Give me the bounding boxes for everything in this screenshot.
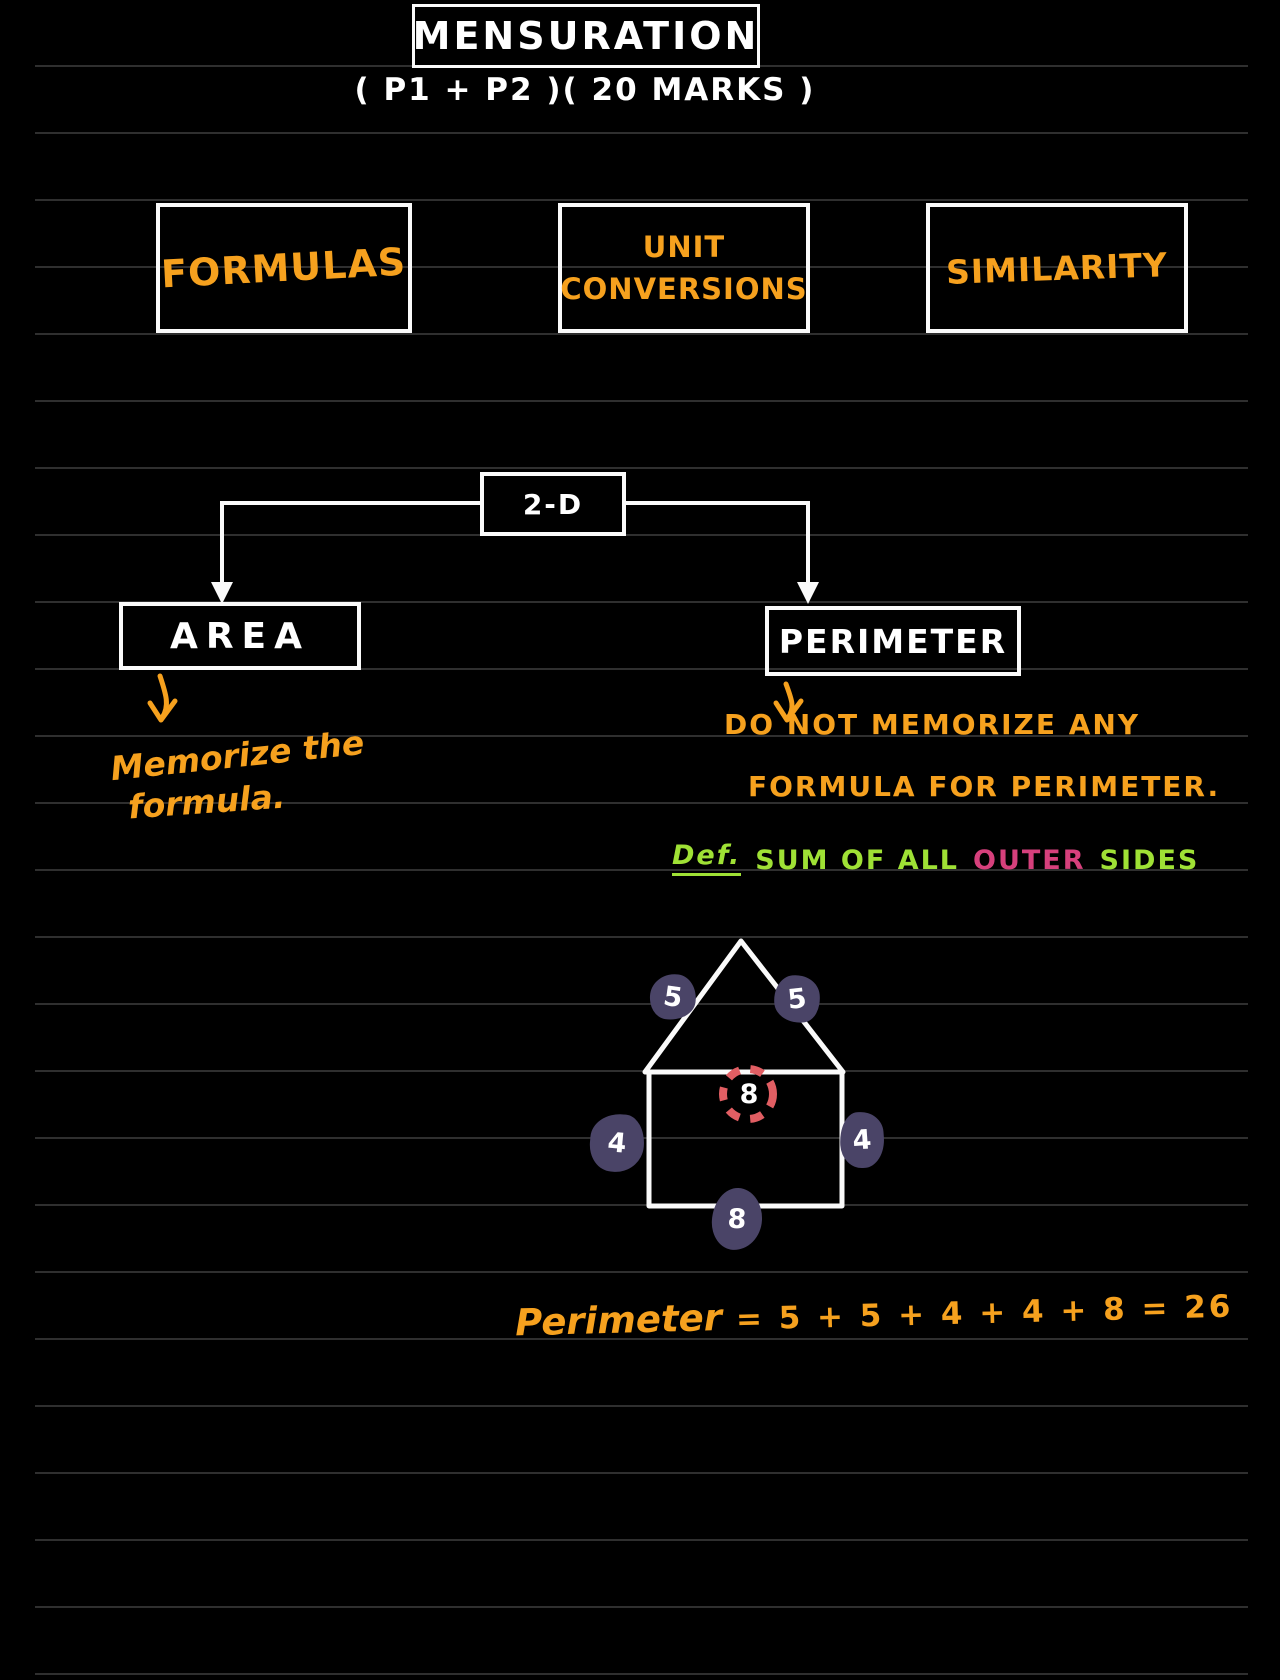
right-side-length: 4	[851, 1123, 873, 1157]
area-label: AREA	[169, 615, 311, 657]
unit-label-line2: CONVERSIONS	[560, 272, 808, 306]
perimeter-label: PERIMETER	[778, 621, 1008, 661]
left-side-length: 4	[606, 1126, 628, 1160]
definition-tail: SIDES	[1099, 845, 1200, 876]
2d-label: 2-D	[522, 487, 584, 521]
definition-text: SUM OF ALL	[755, 845, 960, 876]
unit-conversions-box: UNIT CONVERSIONS	[558, 203, 810, 333]
inner-side-length: 8	[739, 1078, 759, 1110]
title-box: MENSURATION	[412, 4, 760, 68]
similarity-box: SIMILARITY	[926, 203, 1188, 333]
page-title: MENSURATION	[412, 14, 760, 58]
formulas-box: FORMULAS	[156, 203, 412, 333]
base-length: 8	[726, 1203, 748, 1235]
2d-root-box: 2-D	[480, 472, 626, 536]
formulas-label: FORMULAS	[160, 239, 408, 297]
unit-label-line1: UNIT	[642, 229, 726, 264]
ruled-lines	[35, 0, 1248, 1680]
roof-right-length: 5	[786, 982, 808, 1016]
perimeter-definition: Def. SUM OF ALL OUTER SIDES	[672, 840, 1199, 876]
definition-highlight: OUTER	[973, 845, 1086, 876]
roof-left-length: 5	[661, 980, 685, 1014]
perimeter-note-line2: FORMULA FOR PERIMETER.	[748, 770, 1221, 803]
definition-label: Def.	[672, 840, 742, 876]
similarity-label: SIMILARITY	[945, 244, 1169, 292]
page-subtitle: ( P1 + P2 )( 20 MARKS )	[354, 72, 816, 108]
area-box: AREA	[119, 602, 361, 670]
perimeter-note-line1: DO NOT MEMORIZE ANY	[724, 708, 1141, 741]
perimeter-box: PERIMETER	[765, 606, 1021, 676]
equation-label: Perimeter	[514, 1295, 723, 1345]
